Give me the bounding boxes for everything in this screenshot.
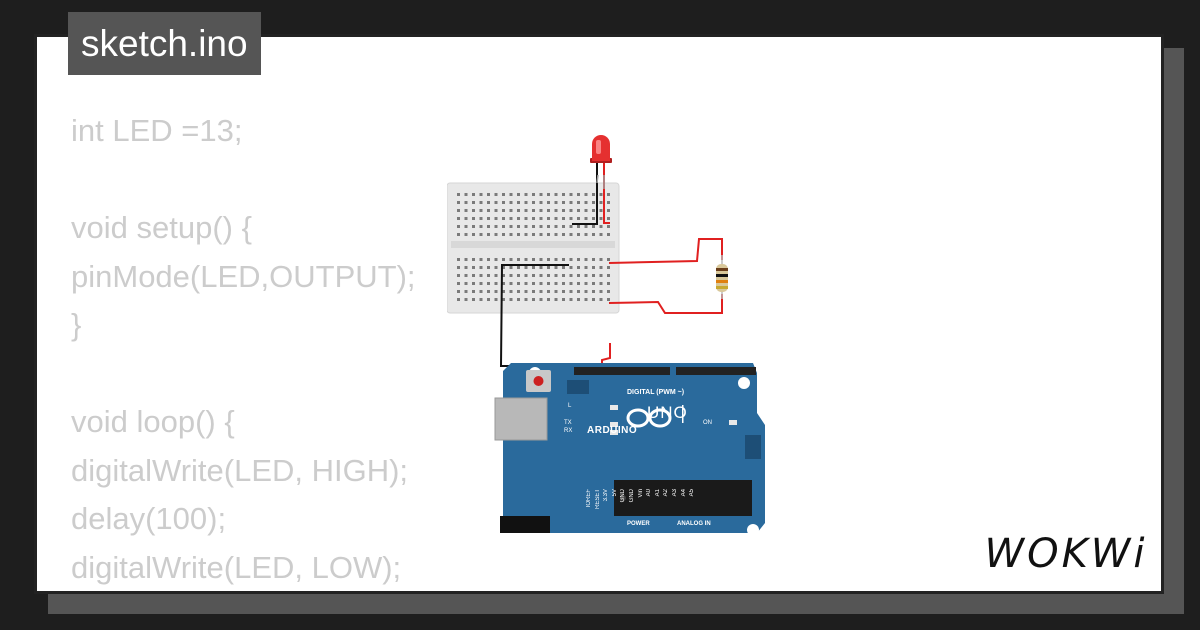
- digital-label: DIGITAL (PWM ~): [627, 389, 685, 396]
- led-component: [590, 135, 612, 189]
- pin-label: 12: [594, 341, 601, 348]
- pin-label: ~10: [614, 341, 620, 352]
- code-line: int LED =13;: [71, 113, 243, 148]
- preview-card: int LED =13; void setup() { pinMode(LED,O…: [34, 34, 1164, 594]
- pin-label: Vin: [637, 489, 644, 498]
- pin-label: TX 1: [700, 341, 707, 354]
- resistor-bottom-wire: [608, 294, 723, 314]
- pin-label: ~9: [623, 341, 630, 348]
- code-preview: int LED =13; void setup() { pinMode(LED,O…: [71, 107, 416, 594]
- pin-label: A0: [646, 489, 653, 497]
- pin-label: A2: [663, 489, 670, 497]
- pin-label: A3: [672, 489, 678, 497]
- pin-label: IOREF: [586, 489, 592, 508]
- rx-label: RX: [564, 428, 573, 434]
- pin-label: 2: [690, 341, 697, 345]
- pin-label: GND: [575, 341, 582, 355]
- pin-label: RESET: [594, 489, 601, 510]
- pin-label: RX 0: [710, 341, 716, 355]
- code-line: digitalWrite(LED, LOW);: [71, 549, 402, 585]
- tx-label: TX: [564, 420, 572, 426]
- breadboard: [447, 182, 620, 314]
- pin-label: ~5: [662, 341, 668, 348]
- on-label: ON: [703, 420, 712, 426]
- pin-label: A1: [654, 489, 661, 497]
- pin-label: 5V: [611, 489, 618, 497]
- pin-label: A5: [689, 489, 696, 497]
- pin-label: 7: [642, 341, 649, 345]
- board-name: UNO: [647, 403, 688, 422]
- pin-label: ~3: [681, 341, 688, 348]
- board-brand: ARDUINO: [587, 425, 638, 436]
- sketch-filename: sketch.ino: [68, 12, 261, 75]
- pin-label: 3.3V: [603, 489, 610, 502]
- pin-label: ~6: [652, 341, 659, 348]
- circuit-diagram: [447, 135, 765, 533]
- code-line: void setup() {: [71, 210, 252, 245]
- power-label: POWER: [627, 521, 650, 527]
- arduino-uno-board: [494, 363, 765, 533]
- analog-label: ANALOG IN: [677, 521, 711, 527]
- pin-label: AREF: [566, 341, 572, 358]
- code-line: void loop() {: [71, 404, 235, 439]
- code-line: }: [71, 307, 82, 342]
- wokwi-logo: WOKWi: [981, 529, 1151, 579]
- pin-label: GND: [620, 489, 627, 503]
- l-label: L: [568, 403, 572, 409]
- pin-label: GND: [629, 489, 635, 503]
- pin-label: 4: [671, 341, 678, 345]
- code-line: [71, 350, 416, 399]
- resistor-component: [716, 255, 728, 299]
- code-line: [71, 156, 416, 205]
- wokwi-logo-text: WOKWi: [984, 531, 1148, 577]
- resistor-top-wire: [608, 238, 723, 264]
- pin-label: A4: [680, 489, 687, 497]
- pin-label: ~11: [604, 341, 611, 351]
- code-line: delay(200);: [71, 592, 416, 594]
- code-line: pinMode(LED,OUTPUT);: [71, 258, 416, 294]
- code-line: digitalWrite(LED, HIGH);: [71, 452, 409, 488]
- pin-label: 8: [633, 341, 640, 345]
- code-line: delay(100);: [71, 501, 227, 536]
- pin-label: 13: [585, 341, 592, 348]
